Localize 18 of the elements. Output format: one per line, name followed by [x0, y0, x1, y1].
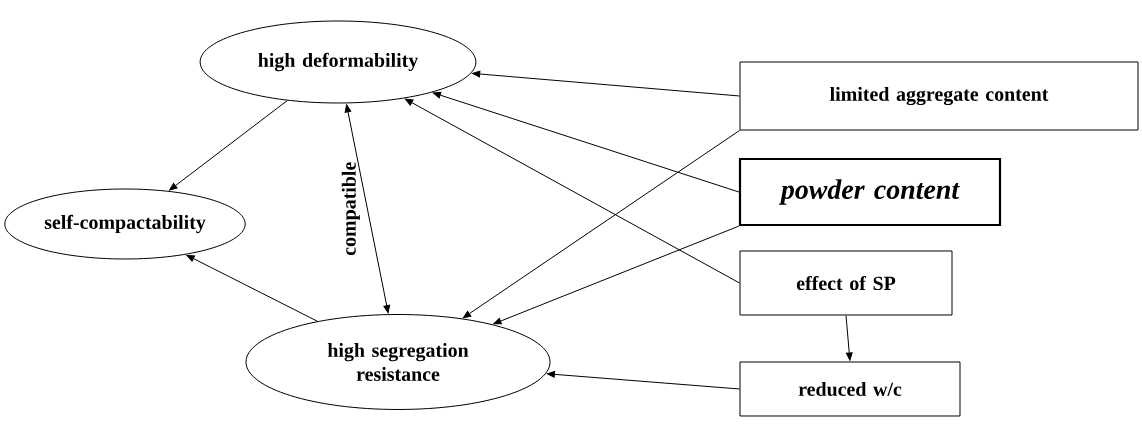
- ellipse-node: self-compactability: [4, 188, 246, 260]
- arrow: [404, 98, 740, 284]
- text-box: limited aggregate content: [739, 61, 1139, 131]
- arrow: [169, 100, 288, 191]
- ellipse-node: high segregation resistance: [245, 314, 551, 410]
- arrow: [462, 130, 740, 319]
- text-box: reduced w/c: [739, 361, 961, 417]
- edge-label: compatible: [341, 162, 360, 256]
- arrow: [845, 315, 853, 361]
- text-box: effect of SP: [739, 250, 953, 316]
- arrow: [186, 254, 318, 322]
- arrow: [546, 370, 740, 390]
- arrow: [493, 225, 740, 325]
- arrow: [432, 91, 740, 193]
- text-box: powder content: [738, 157, 1002, 227]
- arrow: [344, 104, 391, 314]
- arrow: [472, 70, 740, 97]
- ellipse-node: high deformability: [199, 20, 477, 104]
